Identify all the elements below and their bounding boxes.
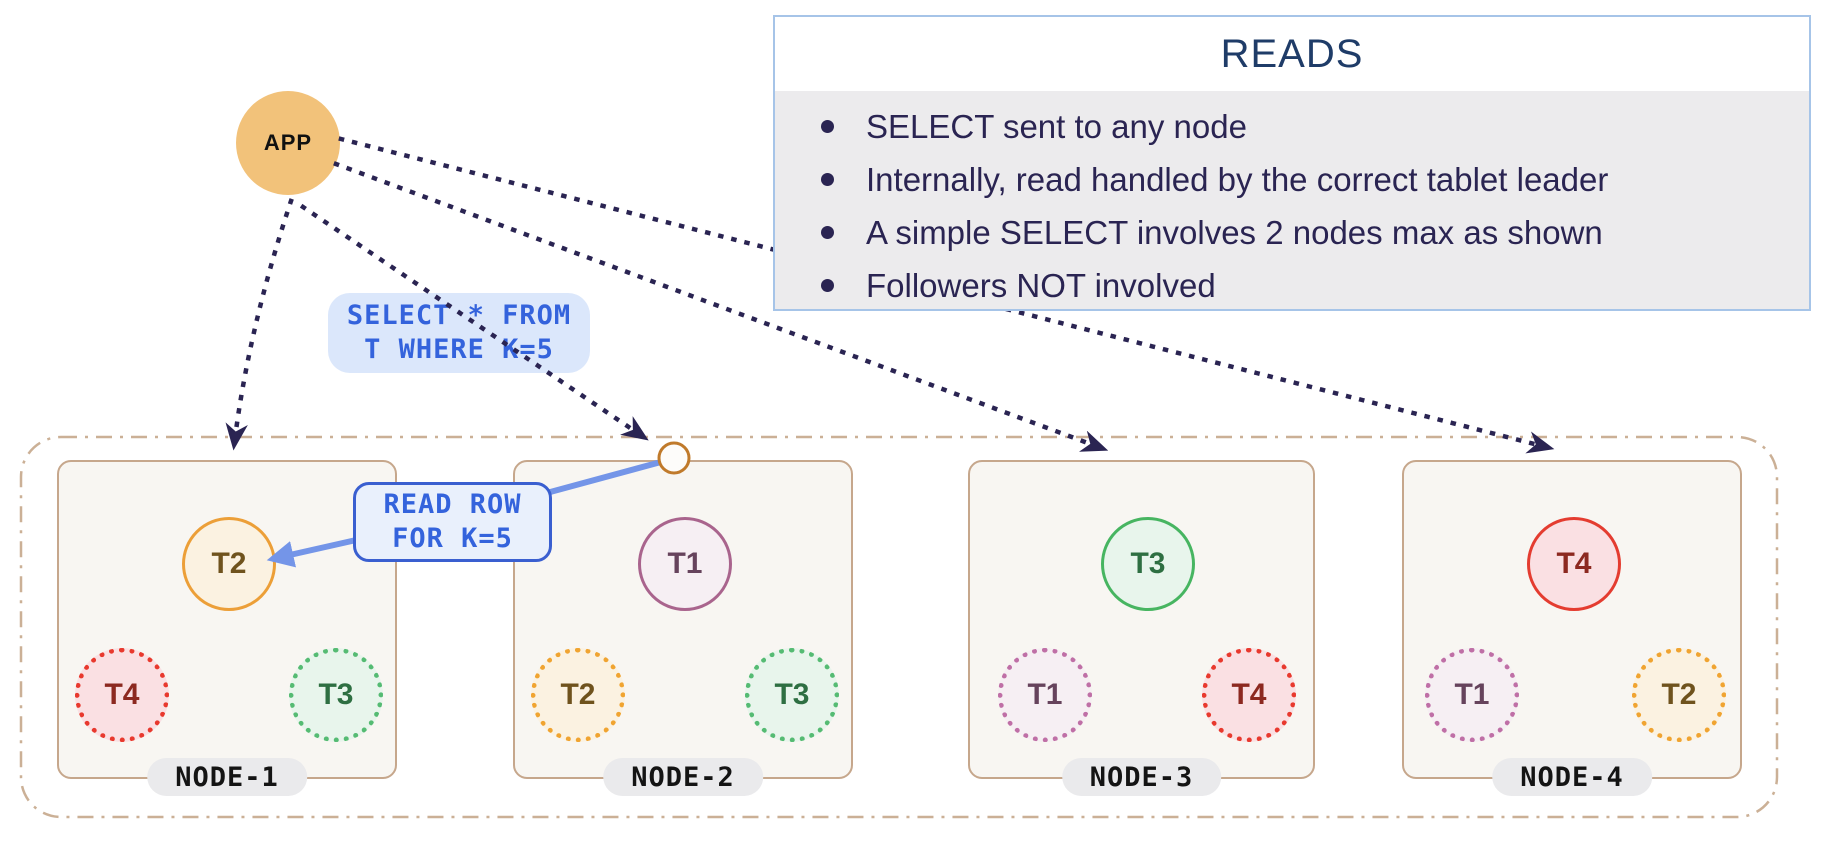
- node-3-box: T3 T1 T4 NODE-3: [968, 460, 1315, 796]
- reads-panel-title: READS: [1220, 31, 1364, 76]
- node4-tablet-t1-follower: T1: [1425, 648, 1519, 742]
- tablet-label: T1: [667, 547, 703, 580]
- app-label: APP: [263, 130, 313, 155]
- app-node: APP: [236, 91, 340, 195]
- read-row-line2: FOR K=5: [392, 523, 513, 554]
- tablet-label: T1: [1027, 678, 1063, 711]
- node-1-label: NODE-1: [147, 758, 307, 796]
- node-2-box: T1 T2 T3 NODE-2: [513, 460, 853, 796]
- reads-bullet-item: A simple SELECT involves 2 nodes max as …: [775, 206, 1809, 259]
- bullet-dot-icon: [821, 120, 834, 133]
- tablet-label: T2: [560, 678, 596, 711]
- node1-tablet-t3-follower: T3: [289, 648, 383, 742]
- reads-info-panel: READS SELECT sent to any node Internally…: [773, 15, 1811, 311]
- node4-tablet-t2-follower: T2: [1632, 648, 1726, 742]
- node2-tablet-t2-follower: T2: [531, 648, 625, 742]
- reads-bullet-item: SELECT sent to any node: [775, 100, 1809, 153]
- reads-bullet-text: Followers NOT involved: [866, 266, 1216, 304]
- select-query-label: SELECT * FROM T WHERE K=5: [328, 293, 590, 373]
- tablet-label: T2: [1661, 678, 1697, 711]
- reads-bullet-text: Internally, read handled by the correct …: [866, 160, 1609, 198]
- tablet-label: T4: [104, 678, 140, 711]
- node-2-label: NODE-2: [603, 758, 763, 796]
- node2-tablet-t1-leader: T1: [638, 517, 732, 611]
- node4-tablet-t4-leader: T4: [1527, 517, 1621, 611]
- reads-bullet-text: SELECT sent to any node: [866, 107, 1247, 145]
- node1-tablet-t2-leader: T2: [182, 517, 276, 611]
- tablet-label: T2: [211, 547, 247, 580]
- node-4-label: NODE-4: [1492, 758, 1652, 796]
- tablet-label: T1: [1454, 678, 1490, 711]
- node1-tablet-t4-follower: T4: [75, 648, 169, 742]
- node3-tablet-t4-follower: T4: [1202, 648, 1296, 742]
- tablet-label: T3: [1130, 547, 1166, 580]
- select-query-line2: T WHERE K=5: [364, 334, 554, 365]
- reads-panel-header: READS: [775, 17, 1809, 91]
- node3-tablet-t1-follower: T1: [998, 648, 1092, 742]
- reads-bullet-item: Internally, read handled by the correct …: [775, 153, 1809, 206]
- bullet-dot-icon: [821, 173, 834, 186]
- tablet-label: T3: [774, 678, 810, 711]
- reads-bullet-text: A simple SELECT involves 2 nodes max as …: [866, 213, 1603, 251]
- node-3-label: NODE-3: [1061, 758, 1222, 796]
- bullet-dot-icon: [821, 279, 834, 292]
- reads-bullet-item: Followers NOT involved: [775, 259, 1809, 312]
- read-row-line1: READ ROW: [383, 489, 522, 520]
- tablet-label: T4: [1231, 678, 1267, 711]
- reads-bullet-list: SELECT sent to any node Internally, read…: [775, 91, 1809, 312]
- node-4-box: T4 T1 T2 NODE-4: [1402, 460, 1742, 796]
- node2-tablet-t3-follower: T3: [745, 648, 839, 742]
- tablet-label: T4: [1556, 547, 1592, 580]
- cluster-dashed-border: [19, 435, 1779, 819]
- read-row-label: READ ROW FOR K=5: [353, 482, 552, 562]
- bullet-dot-icon: [821, 226, 834, 239]
- node-1-box: T2 T4 T3 NODE-1: [57, 460, 397, 796]
- tablet-label: T3: [318, 678, 354, 711]
- node3-tablet-t3-leader: T3: [1101, 517, 1195, 611]
- select-query-line1: SELECT * FROM: [346, 300, 572, 331]
